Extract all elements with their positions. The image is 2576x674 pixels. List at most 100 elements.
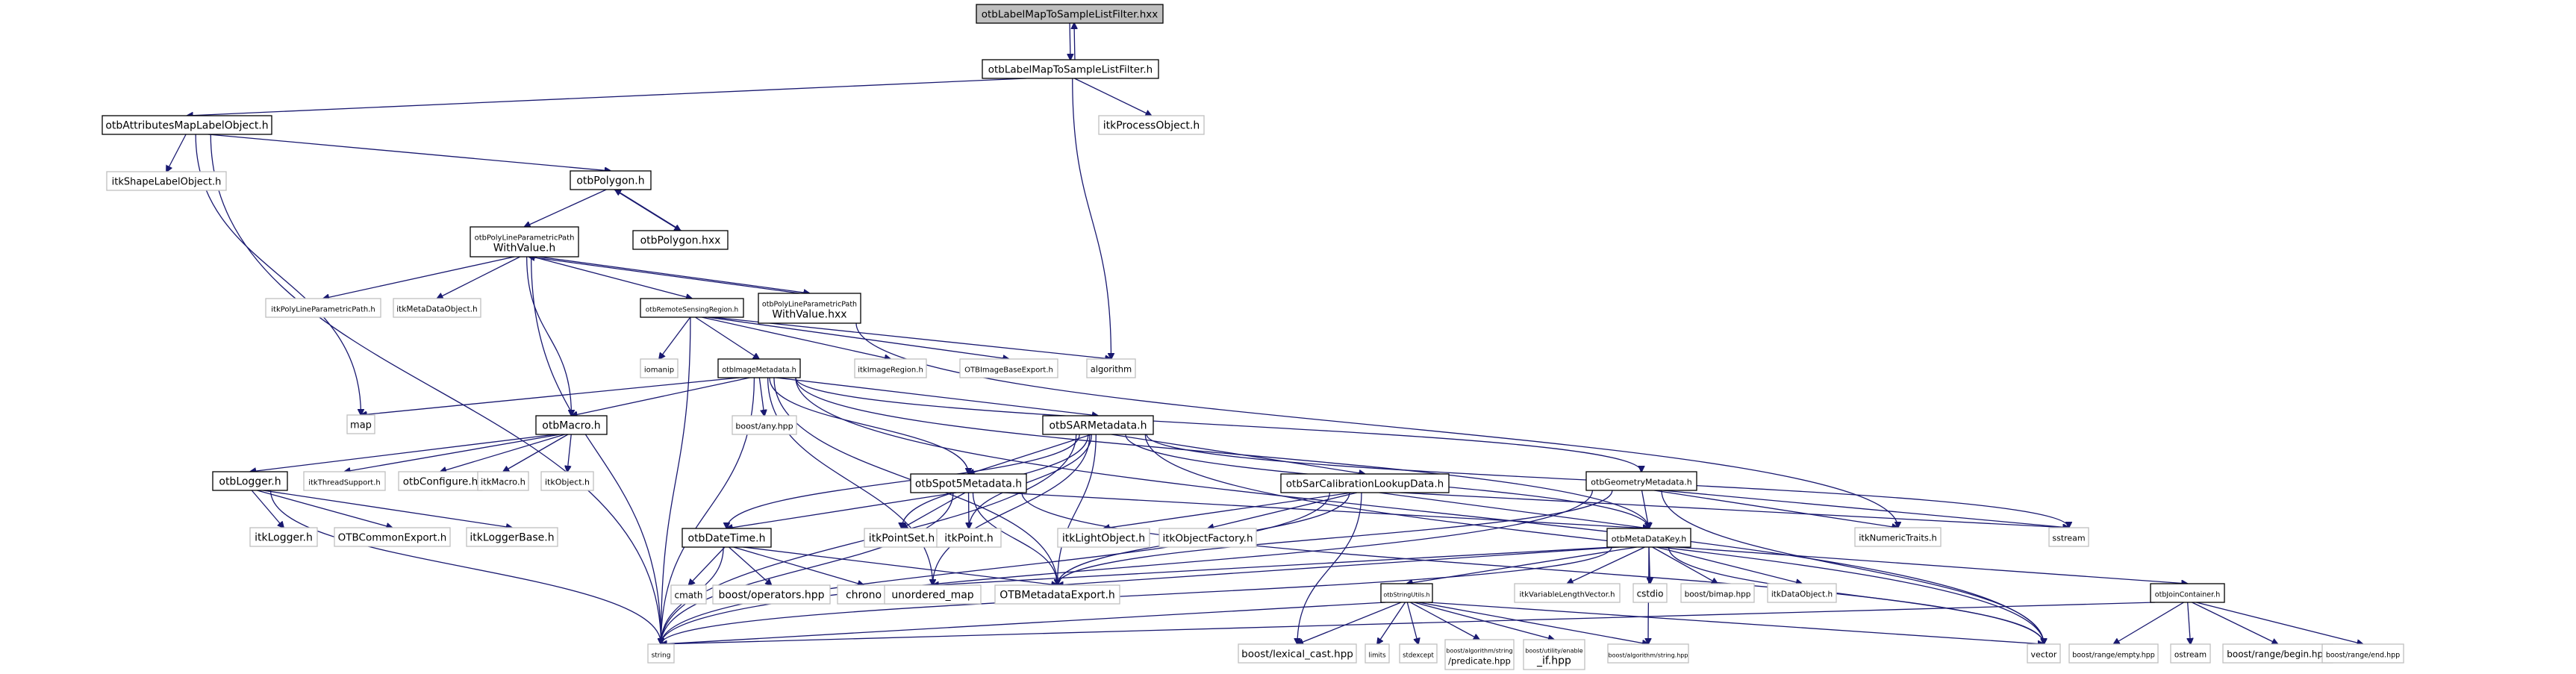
node-box (717, 358, 801, 378)
node-rangeempty: boost/range/empty.hpp (2068, 643, 2159, 664)
node-box (758, 293, 861, 324)
edge-imgmeta-to-metadatakey (795, 377, 1649, 528)
node-lexicalcast: boost/lexical_cast.hpp (1238, 643, 1357, 664)
edge-imgmeta-to-vector (795, 377, 2044, 644)
node-stringutils[interactable]: otbStringUtils.h (1380, 583, 1433, 603)
node-label: map (350, 420, 372, 431)
edge-polyline_h-to-itkmetadataobj (437, 256, 520, 299)
node-ostream: ostream (2170, 643, 2211, 664)
node-predicate: boost/algorithm/string/predicate.hpp (1444, 639, 1515, 670)
edge-polygon_h-to-polygon_hxx (614, 189, 681, 231)
node-vector: vector (2027, 643, 2061, 664)
node-itkpolyline: itkPolyLineParametricPath.h (265, 298, 381, 318)
node-otbconfigure: otbConfigure.h (398, 471, 483, 491)
node-rsregion[interactable]: otbRemoteSensingRegion.h (640, 298, 744, 318)
node-box (393, 298, 481, 318)
node-box (837, 584, 891, 605)
node-label: itkLogger.h (255, 532, 313, 544)
node-datetime[interactable]: otbDateTime.h (682, 528, 772, 548)
node-box (854, 358, 927, 378)
node-joincontainer[interactable]: otbJoinContainer.h (2150, 583, 2225, 603)
edge-metadatakey-to-unorderedmap (933, 546, 1614, 585)
node-polygon_hxx[interactable]: otbPolygon.hxx (632, 230, 729, 250)
node-otbcommonexp: OTBCommonExport.h (334, 527, 451, 547)
node-box (1632, 583, 1668, 603)
edge-joincontainer-to-ostream (2188, 602, 2191, 644)
edge-logger-to-itklogger (251, 490, 284, 528)
node-lmslf_h[interactable]: otbLabelMapToSampleListFilter.h (982, 59, 1159, 79)
edge-geommeta-to-metadatakey (1641, 490, 1650, 528)
edge-datetime-to-boostops (729, 546, 772, 585)
node-sarmeta[interactable]: otbSARMetadata.h (1042, 415, 1154, 435)
node-sarcalib[interactable]: otbSarCalibrationLookupData.h (1280, 473, 1450, 493)
node-chrono: chrono (837, 584, 891, 605)
node-itkmetadataobj: itkMetaDataObject.h (393, 298, 481, 318)
edge-attrmap-to-itkshapelabel (166, 134, 187, 172)
edge-metadatakey-to-joincontainer (1676, 546, 2187, 584)
edge-imgmeta-to-map (361, 377, 740, 415)
node-root[interactable]: otbLabelMapToSampleListFilter.hxx (976, 4, 1164, 24)
node-box (640, 358, 679, 378)
edge-rsregion-to-imgmeta (695, 316, 760, 359)
node-itkmacro: itkMacro.h (477, 471, 529, 491)
node-box (1767, 583, 1837, 603)
node-label: itkDataObject.h (1771, 590, 1833, 599)
node-box (265, 298, 381, 318)
edge-datetime-to-cmath (689, 546, 726, 585)
node-label: otbRemoteSensingRegion.h (646, 307, 738, 314)
node-metadatakey[interactable]: otbMetaDataKey.h (1606, 528, 1691, 548)
node-macro[interactable]: otbMacro.h (535, 415, 608, 435)
edge-spot5-to-otbmetaexp (972, 492, 1057, 585)
node-algorithm: algorithm (1086, 358, 1136, 378)
node-imgmeta[interactable]: otbImageMetadata.h (717, 358, 801, 378)
edge-polyline_h-to-itkpolyline (323, 256, 515, 299)
node-box (1523, 639, 1585, 670)
edge-rsregion-to-algorithm (713, 316, 1111, 359)
node-logger[interactable]: otbLogger.h (212, 471, 288, 491)
edge-imgmeta-to-unorderedmap (767, 377, 933, 585)
node-label: otbStringUtils.h (1383, 592, 1429, 599)
edge-rsregion-to-otbimgbaseexp (708, 316, 1008, 359)
edge-polyline_h-to-polyline_hxx (538, 256, 810, 293)
node-attrmap[interactable]: otbAttributesMapLabelObject.h (102, 115, 272, 135)
edge-lmslf_h-to-algorithm (1072, 78, 1111, 359)
edge-datetime-to-chrono (733, 546, 864, 585)
edge-metadatakey-to-boostbimap (1652, 546, 1718, 584)
node-limits: limits (1365, 643, 1390, 664)
edge-imgmeta-to-sarmeta (776, 377, 1098, 416)
node-geommeta[interactable]: otbGeometryMetadata.h (1585, 471, 1697, 491)
node-label: boost/bimap.hpp (1685, 590, 1751, 599)
node-itkvarlen: itkVariableLengthVector.h (1514, 583, 1621, 603)
node-box (102, 115, 272, 135)
node-label: itkShapeLabelObject.h (112, 177, 222, 188)
node-otbimgbaseexp: OTBImageBaseExport.h (959, 358, 1058, 378)
node-box (2321, 643, 2404, 664)
node-label: algorithm (1091, 364, 1132, 375)
edge-stringutils-to-string (661, 602, 1386, 644)
node-algostring: boost/algorithm/string.hpp (1607, 643, 1689, 664)
edge-joincontainer-to-rangebegin (2192, 602, 2278, 644)
node-label: vector (2031, 650, 2057, 660)
node-label: chrono (846, 590, 882, 602)
node-label: itkImageRegion.h (858, 366, 923, 375)
node-label: string (652, 652, 671, 660)
edge-sarcalib-to-metadatakey (1379, 492, 1649, 528)
node-label: boost/range/end.hpp (2326, 652, 2400, 660)
node-polygon_h[interactable]: otbPolygon.h (570, 170, 652, 190)
node-label: itkVariableLengthVector.h (1520, 591, 1615, 599)
edge-polygon_hxx-to-polygon_h (615, 190, 682, 231)
node-itkpoint: itkPoint.h (936, 528, 1002, 548)
node-label: itkObject.h (545, 478, 590, 487)
node-label: boost/algorithm/string.hpp (1609, 652, 1688, 659)
edge-polygon_h-to-polyline_h (525, 189, 607, 227)
edge-rsregion-to-itkimgregion (702, 316, 891, 359)
node-itkpointset: itkPointSet.h (864, 528, 940, 548)
node-label: otbPolyLineParametricPath (762, 301, 857, 309)
node-box (249, 527, 318, 547)
node-spot5[interactable]: otbSpot5Metadata.h (910, 473, 1027, 493)
node-box (1399, 643, 1438, 664)
node-label: otbPolygon.hxx (640, 235, 721, 247)
node-label: WithValue.hxx (772, 309, 846, 321)
